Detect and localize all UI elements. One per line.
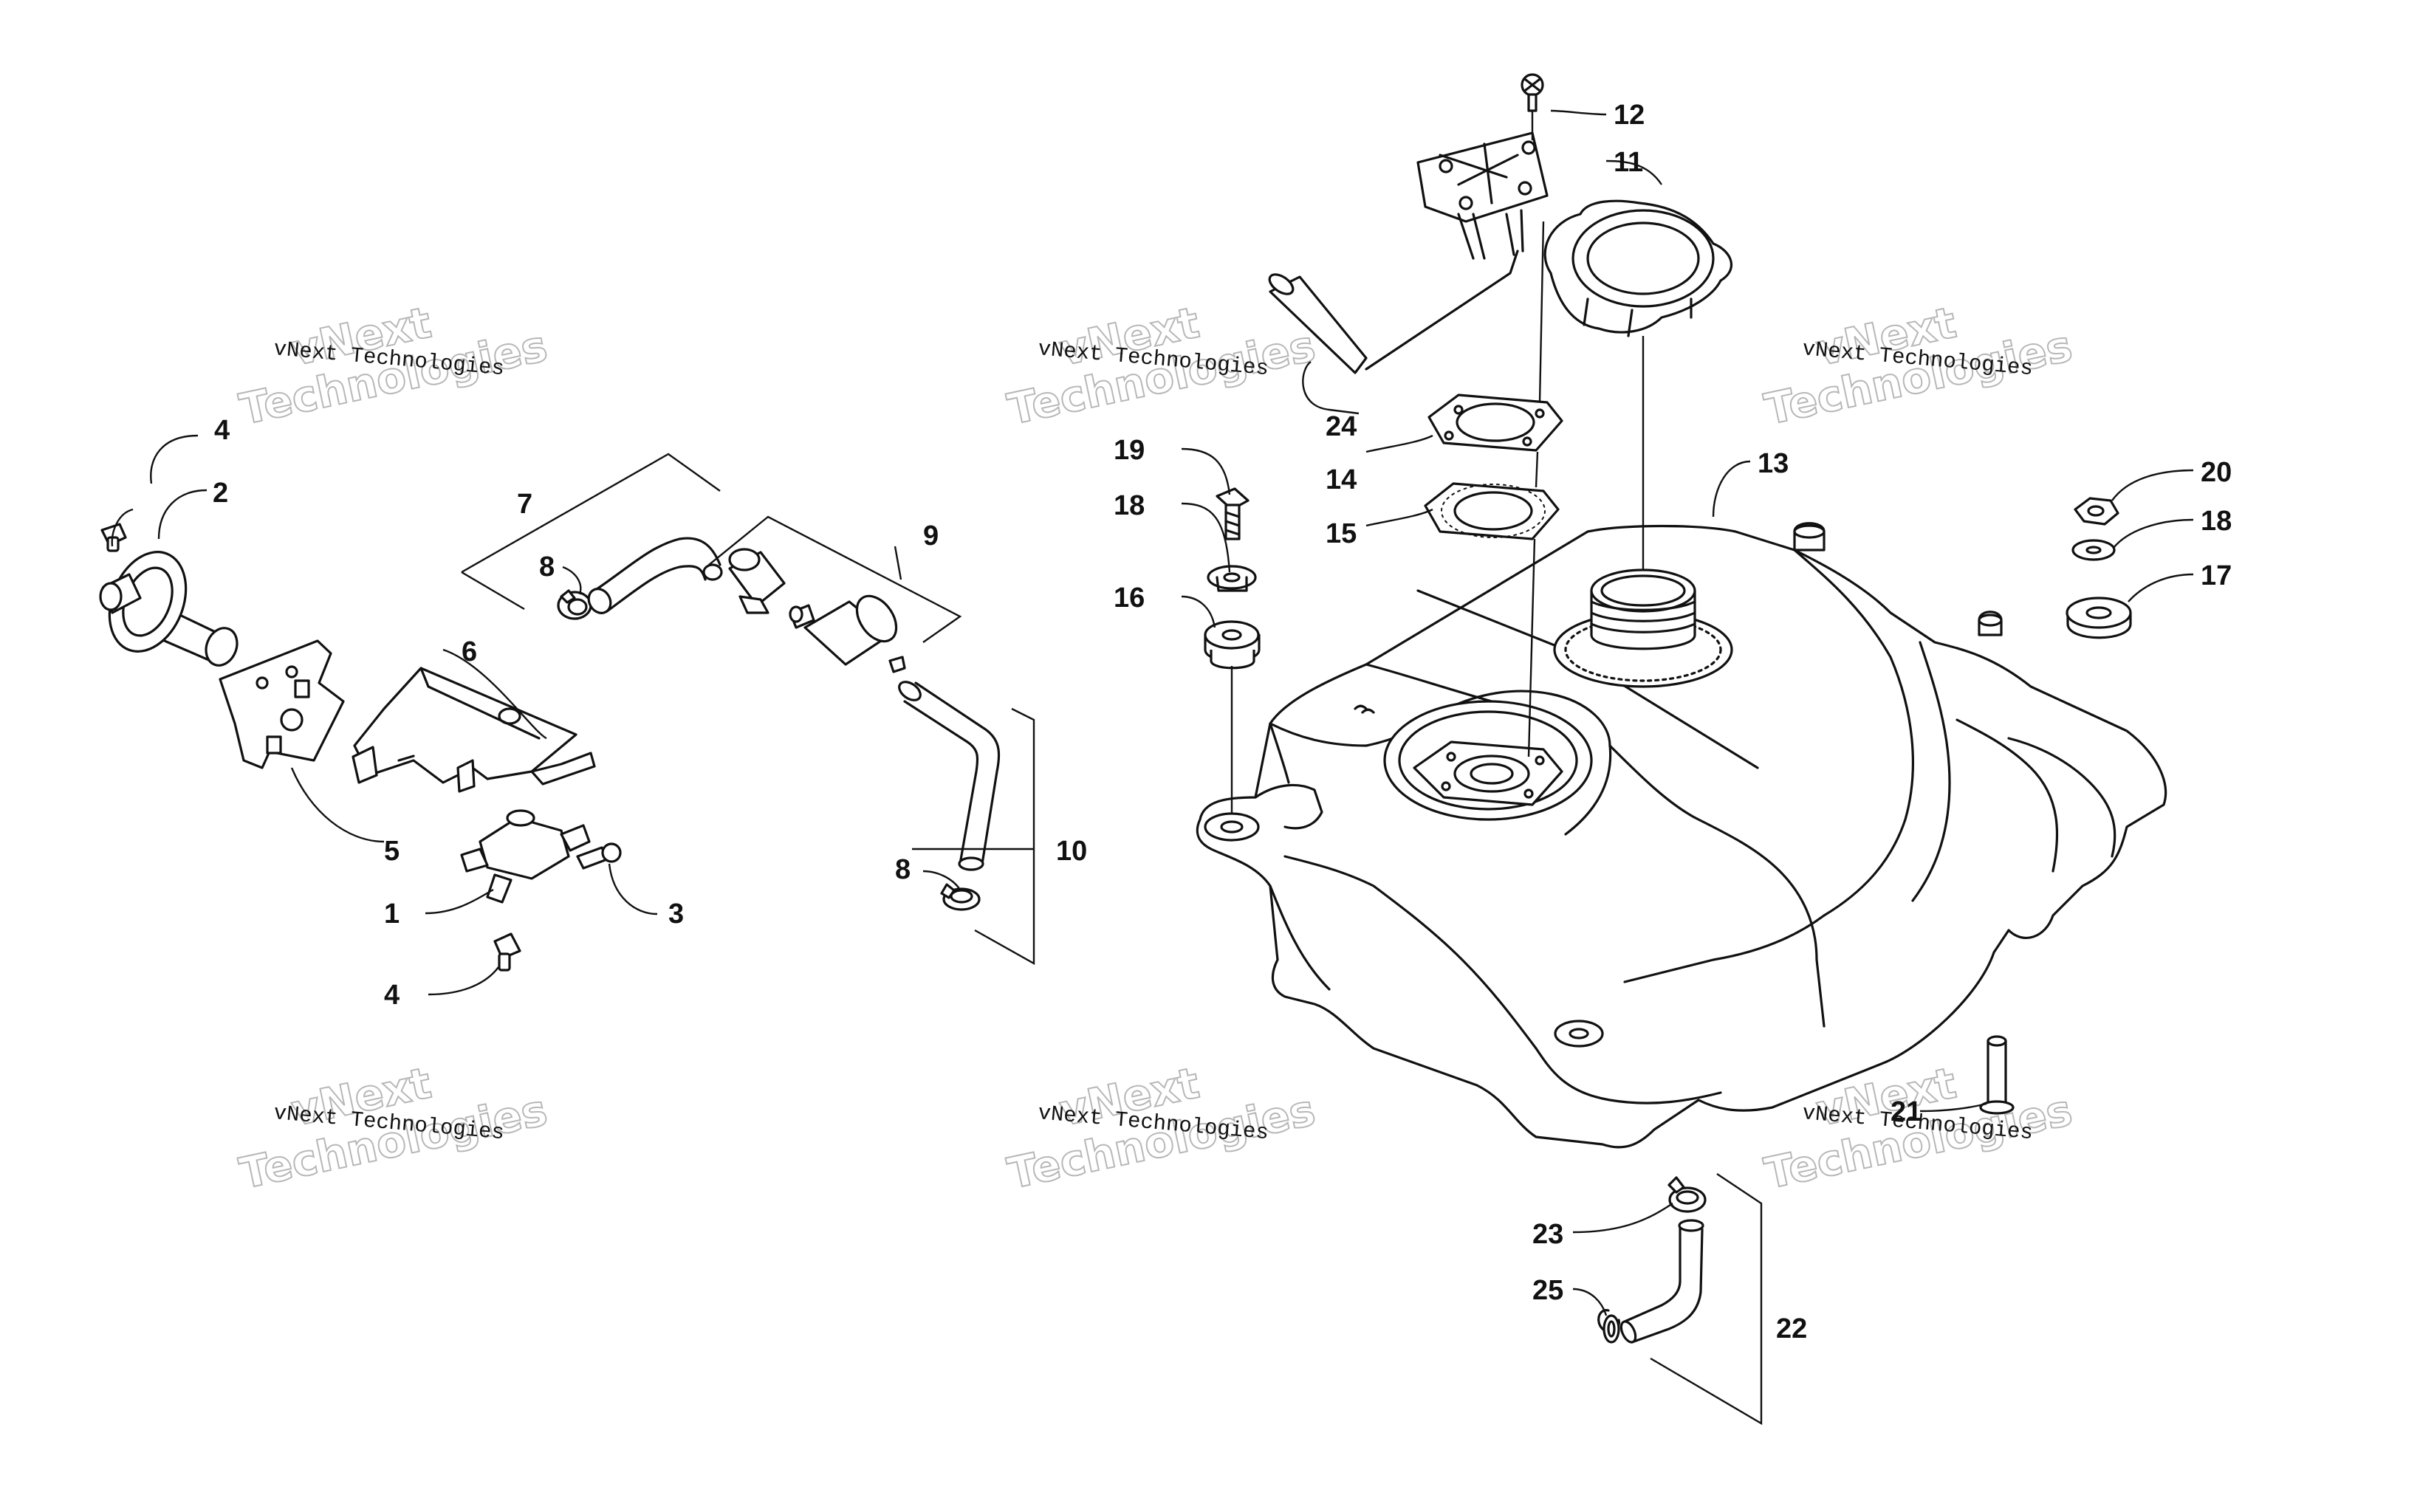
fuel-filter-part-9 [728,548,906,673]
bracket-part-6 [352,667,596,793]
callout-10: 10 [1056,836,1087,867]
callout-4-top: 4 [214,415,230,446]
hose-clamp-part-8-lower [940,883,981,911]
fuel-tube-part-2 [99,551,239,667]
grommet-part-17 [2066,597,2132,639]
callout-6: 6 [462,636,477,667]
group-bracket-part-9 [708,515,962,643]
assembly-guide-lines [1230,111,1645,814]
callout-20: 20 [2201,457,2232,488]
callout-7: 7 [517,489,532,520]
group-bracket-part-10 [974,707,1035,966]
watermark-top-right: Technologies vNext vNext Technologies [1760,297,2077,436]
callout-17: 17 [2201,560,2232,591]
fuel-hose-part-7 [587,537,723,614]
callout-14: 14 [1326,464,1357,495]
group-bracket-part-7 [461,453,721,611]
vent-hose-part-22 [1619,1219,1704,1344]
gasket-part-14 [1427,394,1563,452]
gasket-part-15 [1424,482,1560,540]
callout-4-bottom: 4 [384,980,400,1011]
vent-fitting-part-21 [1979,1035,2015,1115]
callout-labels: 4 2 6 7 8 9 10 8 5 1 3 4 12 11 24 14 15 … [213,100,2232,1344]
screw-part-4-top [100,523,127,552]
callout-12: 12 [1614,100,1645,131]
washer-part-18-left [1207,565,1257,592]
fuel-hose-part-10 [898,681,1001,871]
fuel-valve-part-1 [460,809,591,904]
callout-8-upper: 8 [539,551,555,583]
mounting-plate-part-5 [219,639,345,769]
hose-clamp-part-8-upper [557,589,592,620]
screw-part-4-bottom [493,932,521,972]
hose-clamp-part-25 [1597,1309,1620,1344]
leader-lines [111,109,2194,1316]
screw-part-3 [576,842,622,870]
callout-15: 15 [1326,518,1357,549]
callout-8-lower: 8 [895,854,911,885]
watermark-bottom-left: Technologies vNext vNext Technologies [235,1057,552,1200]
callout-22: 22 [1776,1313,1807,1344]
callout-13: 13 [1758,448,1789,479]
fuel-sender-part-24 [1268,131,1549,374]
callout-5: 5 [384,836,400,867]
screw-part-12 [1521,73,1544,112]
callout-25: 25 [1532,1275,1563,1306]
callout-11: 11 [1614,147,1643,178]
callout-3: 3 [668,898,684,929]
callout-1: 1 [384,898,400,929]
callout-16: 16 [1114,583,1145,614]
hose-clamp-part-23 [1667,1176,1707,1213]
nut-part-20 [2074,497,2119,526]
callout-21: 21 [1891,1096,1922,1127]
fuel-tank-part-13 [1196,522,2167,1149]
group-bracket-part-22 [1650,1173,1763,1426]
callout-9: 9 [923,520,939,551]
callout-24: 24 [1326,411,1357,442]
watermark-top-center: Technologies vNext vNext Technologies [1003,297,1320,436]
callout-18-right: 18 [2201,506,2232,537]
callout-18-left: 18 [1114,490,1145,521]
watermark-bottom-center: Technologies vNext vNext Technologies [1003,1057,1320,1200]
fuel-cap-part-11 [1543,199,1733,337]
callout-19: 19 [1114,435,1145,466]
watermark-top-left: Technologies vNext vNext Technologies [235,297,552,436]
grommet-part-16 [1204,620,1261,670]
callout-2: 2 [213,478,228,509]
callout-23: 23 [1532,1219,1563,1250]
washer-part-18-right [2071,539,2116,561]
